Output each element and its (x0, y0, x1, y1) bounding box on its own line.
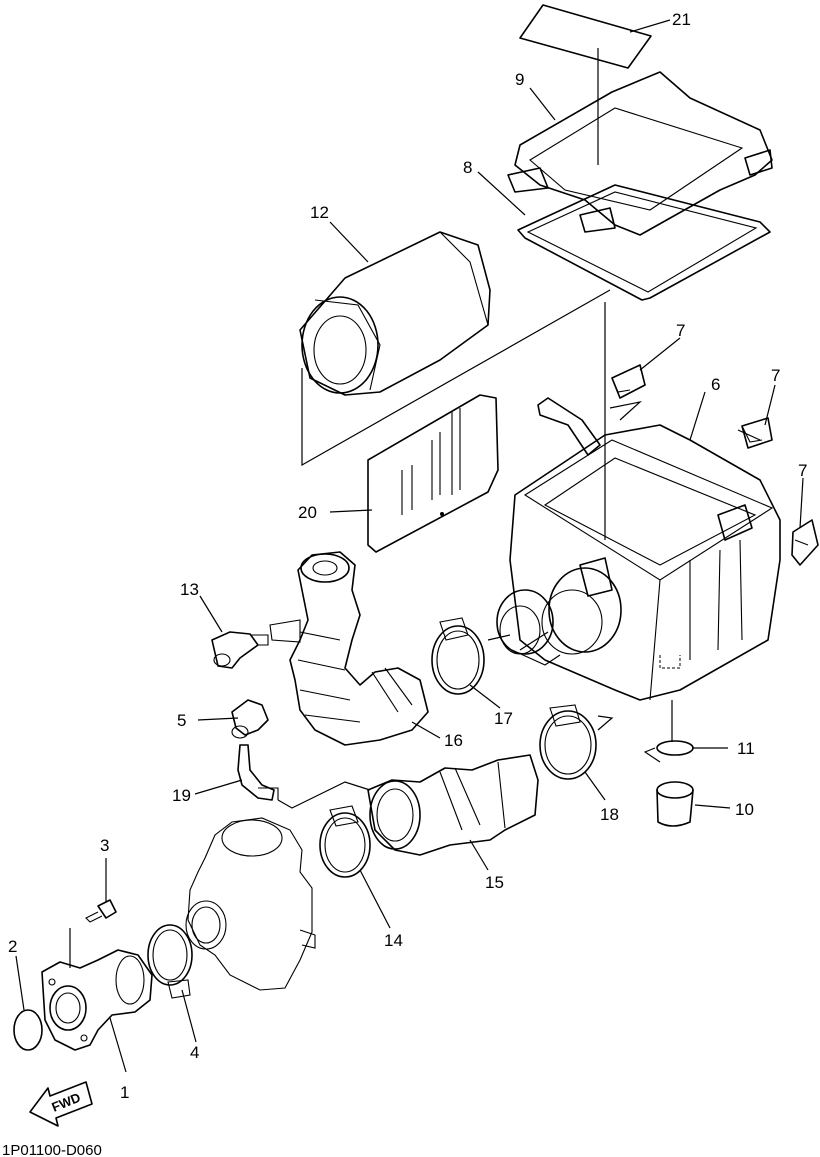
callout-5: 5 (177, 711, 186, 730)
part-3-bolt (85, 899, 117, 923)
callout-1: 1 (120, 1083, 129, 1102)
callout-15: 15 (485, 873, 504, 892)
carburetor-reference (185, 817, 316, 991)
part-16-joint (269, 551, 429, 746)
callout-13: 13 (180, 580, 199, 599)
part-14-clamp (319, 805, 371, 878)
part-12-air-filter (299, 231, 491, 396)
part-17-clamp (431, 617, 485, 695)
part-18-clamp (539, 704, 597, 780)
callout-14: 14 (384, 931, 403, 950)
part-5-cap (231, 699, 269, 739)
part-4-clamp (147, 924, 193, 999)
part-15-joint (367, 754, 539, 856)
reference-lines (69, 48, 761, 968)
part-7-clip-c (791, 519, 819, 566)
callout-leaders (15, 19, 804, 1073)
callout-numbers: 21 9 8 12 7 6 7 7 20 13 5 17 16 11 19 10… (8, 10, 807, 1102)
callout-9: 9 (515, 70, 524, 89)
callout-7a: 7 (676, 321, 685, 340)
part-11-band (643, 740, 694, 763)
callout-18: 18 (600, 805, 619, 824)
callout-8: 8 (463, 158, 472, 177)
diagram-code: 1P01100-D060 (2, 1142, 102, 1157)
callout-12: 12 (310, 203, 329, 222)
callout-20: 20 (298, 503, 317, 522)
callout-21: 21 (672, 10, 691, 29)
part-7-clip-b (741, 417, 773, 449)
callout-7b: 7 (771, 366, 780, 385)
callout-10: 10 (735, 800, 754, 819)
callout-11: 11 (737, 739, 755, 758)
callout-19: 19 (172, 786, 191, 805)
part-1-carburetor-joint (41, 949, 153, 1051)
part-21-label-sticker (519, 4, 652, 69)
part-19-hose (237, 744, 279, 801)
callout-16: 16 (444, 731, 463, 750)
callout-3: 3 (100, 836, 109, 855)
part-2-o-ring (13, 1009, 43, 1051)
part-9-air-box-cap (507, 71, 773, 236)
callout-6: 6 (711, 375, 720, 394)
part-20-plate (367, 394, 499, 553)
part-13-elbow-fitting (211, 631, 269, 669)
callout-4: 4 (190, 1043, 199, 1062)
callout-7c: 7 (798, 461, 807, 480)
part-10-drain-cap (656, 781, 694, 827)
part-6-air-box-case (496, 397, 781, 701)
callout-2: 2 (8, 937, 17, 956)
callout-17: 17 (494, 709, 513, 728)
part-7-clip-a (611, 364, 646, 399)
fwd-arrow-icon: FWD (29, 1081, 93, 1127)
part-8-gasket (517, 184, 771, 301)
